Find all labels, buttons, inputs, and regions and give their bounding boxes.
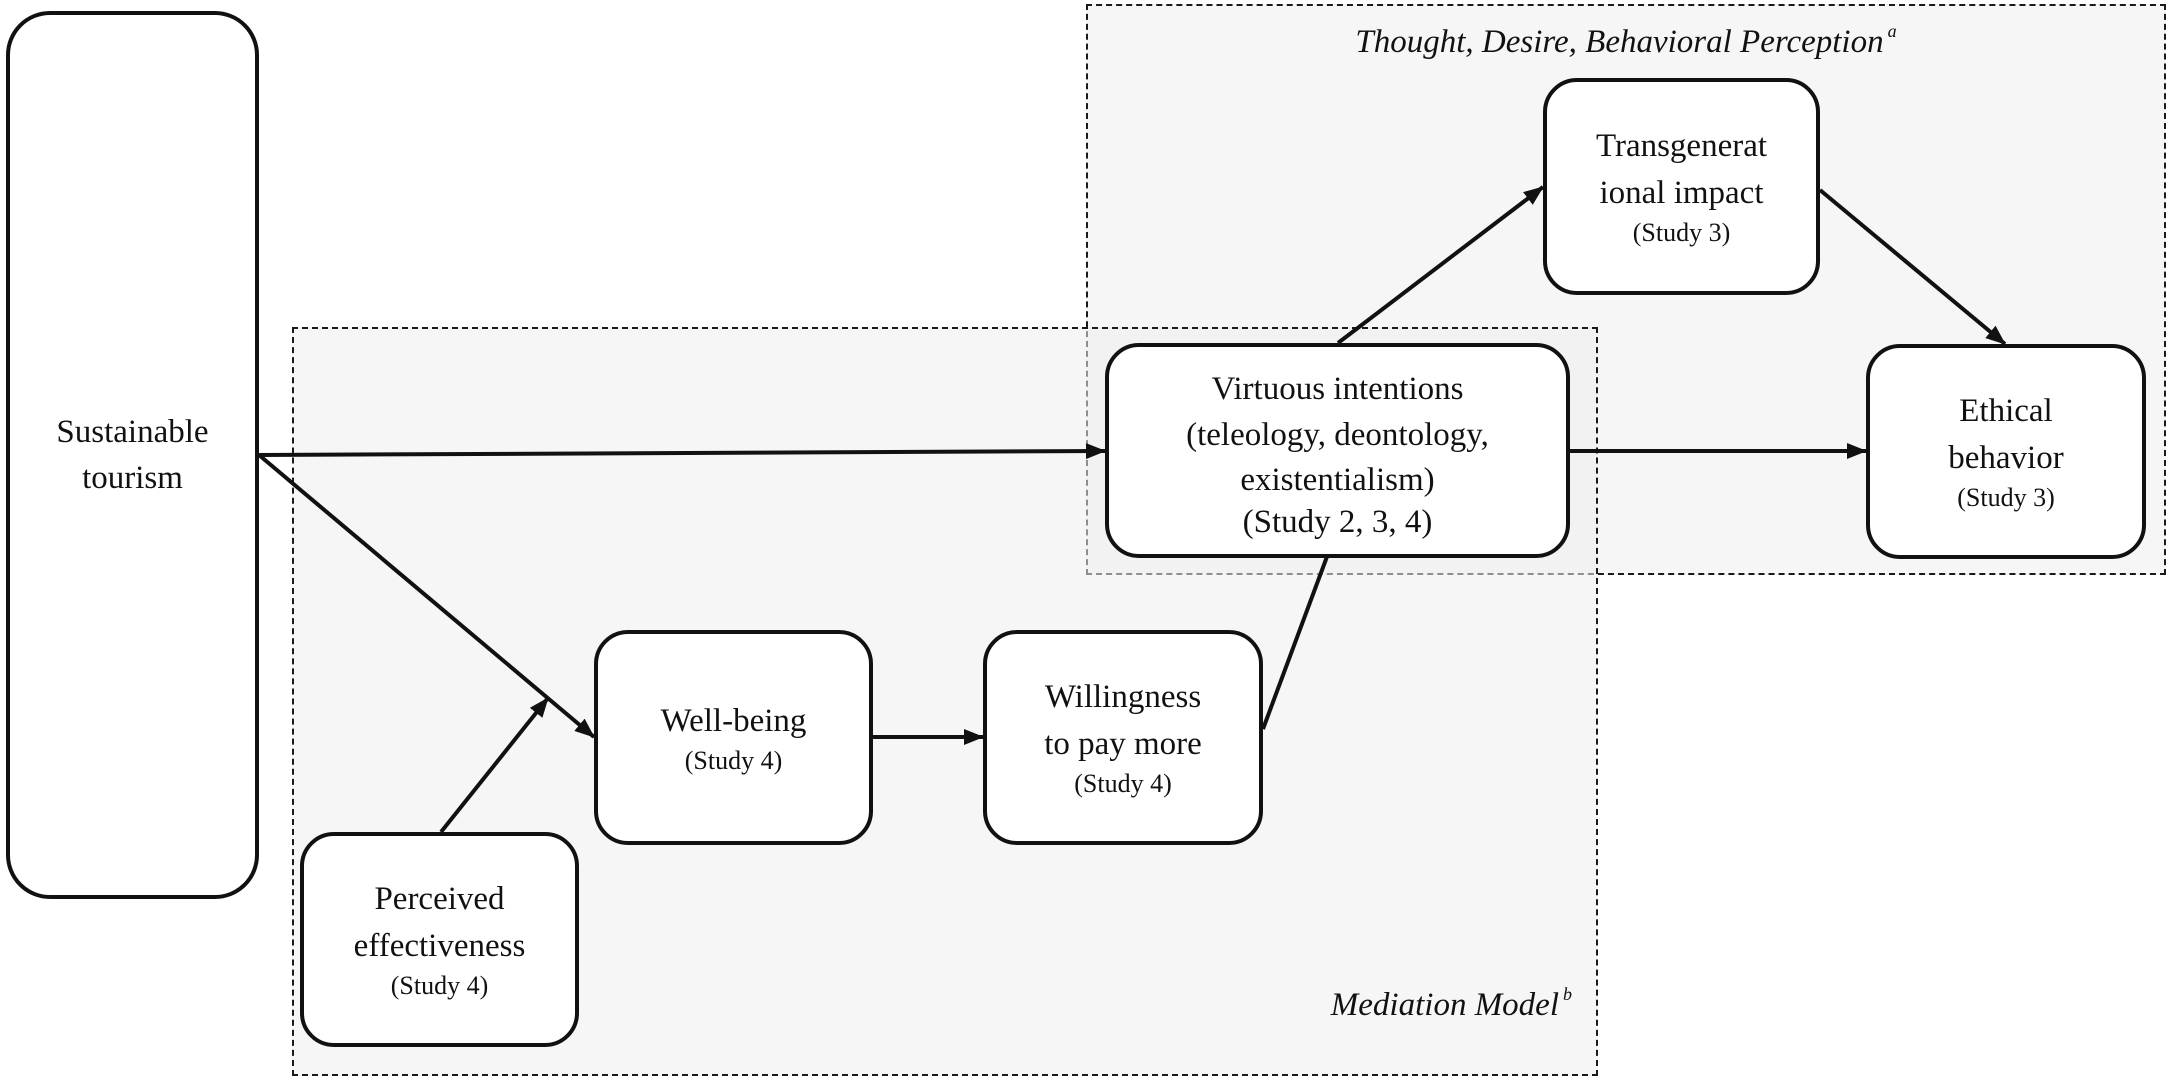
virtuous-intentions-label-line-2: (teleology, deontology, [1186, 416, 1489, 453]
well-being-study: (Study 4) [684, 745, 783, 775]
ethical-behavior-study: (Study 3) [1957, 482, 2055, 512]
transgenerational-impact-study: (Study 3) [1632, 217, 1731, 247]
virtuous-intentions-study: (Study 2, 3, 4) [1242, 503, 1433, 540]
virtuous-intentions-label-line-1: Virtuous intentions [1211, 371, 1464, 408]
arrow-sustainable-to-wellbeing [257, 453, 596, 739]
willingness-study: (Study 4) [1074, 768, 1172, 798]
transgenerational-impact-label-line-2: ional impact [1599, 174, 1764, 211]
thought-region-label-text: Thought, Desire, Behavioral Perception [1355, 24, 1884, 60]
willingness-to-pay-more-node: Willingness to pay more (Study 4) [983, 630, 1263, 845]
transgenerational-impact-node: Transgenerat ional impact (Study 3) [1543, 78, 1820, 295]
virtuous-intentions-label-line-3: existentialism) [1240, 462, 1435, 499]
well-being-label: Well-being [660, 702, 807, 739]
mediation-region-footnote-marker: b [1563, 984, 1572, 1004]
sustainable-tourism-node: Sustainable tourism [6, 11, 259, 899]
arrow-sustainable-to-virtuous [258, 443, 1106, 460]
perceived-effectiveness-study: (Study 4) [390, 970, 489, 1000]
perceived-effectiveness-label-line-1: Perceived [374, 881, 505, 918]
willingness-label-line-2: to pay more [1044, 725, 1202, 762]
willingness-label-line-1: Willingness [1044, 679, 1202, 716]
arrow-virtuous-to-transgenerational [1336, 185, 1545, 345]
sustainable-tourism-label-line-2: tourism [82, 460, 183, 496]
transgenerational-impact-label-line-1: Transgenerat [1595, 128, 1768, 165]
perceived-effectiveness-node: Perceived effectiveness (Study 4) [300, 832, 579, 1047]
virtuous-intentions-node: Virtuous intentions (teleology, deontolo… [1105, 343, 1570, 558]
mediation-region-label-text: Mediation Model [1330, 987, 1559, 1023]
arrow-transgenerational-to-ethical [1818, 188, 2007, 346]
well-being-node: Well-being (Study 4) [594, 630, 873, 845]
thought-region-footnote-marker: a [1887, 21, 1897, 41]
arrow-perceived-to-wellbeing [439, 696, 550, 834]
ethical-behavior-label-line-1: Ethical [1959, 393, 2053, 430]
perceived-effectiveness-label-line-2: effectiveness [353, 927, 526, 964]
ethical-behavior-label-line-2: behavior [1948, 439, 2064, 476]
sustainable-tourism-label-line-1: Sustainable [56, 413, 209, 450]
ethical-behavior-node: Ethical behavior (Study 3) [1866, 344, 2146, 559]
arrow-willingness-to-virtuous [1261, 526, 1340, 730]
